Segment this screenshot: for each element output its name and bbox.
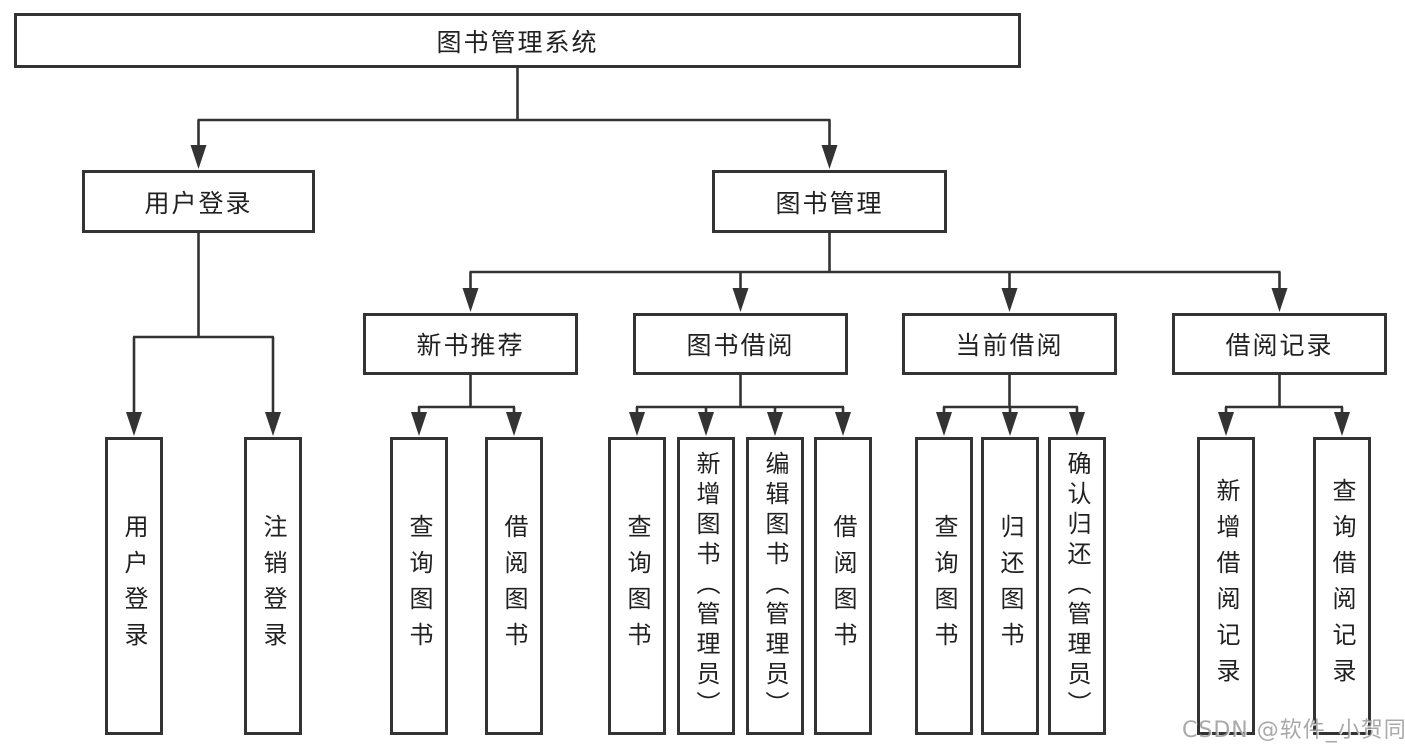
leaf-label: 确认归还（管理员）	[1063, 451, 1091, 721]
node-label: 当前借阅	[955, 331, 1064, 360]
leaf-query-books-recommend: 查询图书	[390, 437, 448, 735]
node-label: 借阅记录	[1225, 331, 1334, 360]
leaf-add-books-admin: 新增图书（管理员）	[677, 437, 735, 735]
watermark: CSDN @软件_小贺同学	[1182, 718, 1405, 743]
node-label: 用户登录	[144, 188, 253, 218]
leaf-label: 查询借阅记录	[1328, 478, 1356, 694]
node-library-management-system: 图书管理系统	[14, 13, 1021, 68]
node-current-borrowing: 当前借阅	[902, 313, 1117, 375]
node-label: 图书借阅	[686, 331, 795, 360]
leaf-borrow-books-borrowing: 借阅图书	[814, 437, 872, 735]
leaf-label: 归还图书	[996, 514, 1024, 658]
node-borrowing-records: 借阅记录	[1172, 313, 1387, 375]
node-new-book-recommendation: 新书推荐	[363, 313, 578, 375]
node-book-management: 图书管理	[712, 170, 947, 233]
node-label: 图书管理系统	[436, 27, 599, 57]
leaf-label: 借阅图书	[500, 514, 528, 658]
node-label: 新书推荐	[416, 331, 525, 360]
leaf-query-borrow-record: 查询借阅记录	[1313, 437, 1371, 735]
leaf-query-books-borrowing: 查询图书	[608, 437, 666, 735]
leaf-label: 查询图书	[405, 514, 433, 658]
leaf-logout-login: 注销登录	[244, 437, 302, 735]
leaf-label: 新增借阅记录	[1212, 478, 1240, 694]
leaf-label: 查询图书	[623, 514, 651, 658]
leaf-label: 编辑图书（管理员）	[761, 451, 789, 721]
leaf-confirm-return-admin: 确认归还（管理员）	[1048, 437, 1106, 735]
leaf-label: 注销登录	[259, 514, 287, 658]
leaf-add-borrow-record: 新增借阅记录	[1197, 437, 1255, 735]
leaf-borrow-books-recommend: 借阅图书	[485, 437, 543, 735]
node-user-login: 用户登录	[82, 170, 315, 233]
leaf-edit-books-admin: 编辑图书（管理员）	[746, 437, 804, 735]
node-label: 图书管理	[775, 188, 884, 218]
leaf-query-books-current: 查询图书	[915, 437, 973, 735]
leaf-label: 用户登录	[120, 514, 148, 658]
leaf-label: 新增图书（管理员）	[692, 451, 720, 721]
node-book-borrowing: 图书借阅	[633, 313, 848, 375]
leaf-label: 查询图书	[930, 514, 958, 658]
leaf-label: 借阅图书	[829, 514, 857, 658]
leaf-user-login: 用户登录	[105, 437, 163, 735]
leaf-return-books: 归还图书	[981, 437, 1039, 735]
